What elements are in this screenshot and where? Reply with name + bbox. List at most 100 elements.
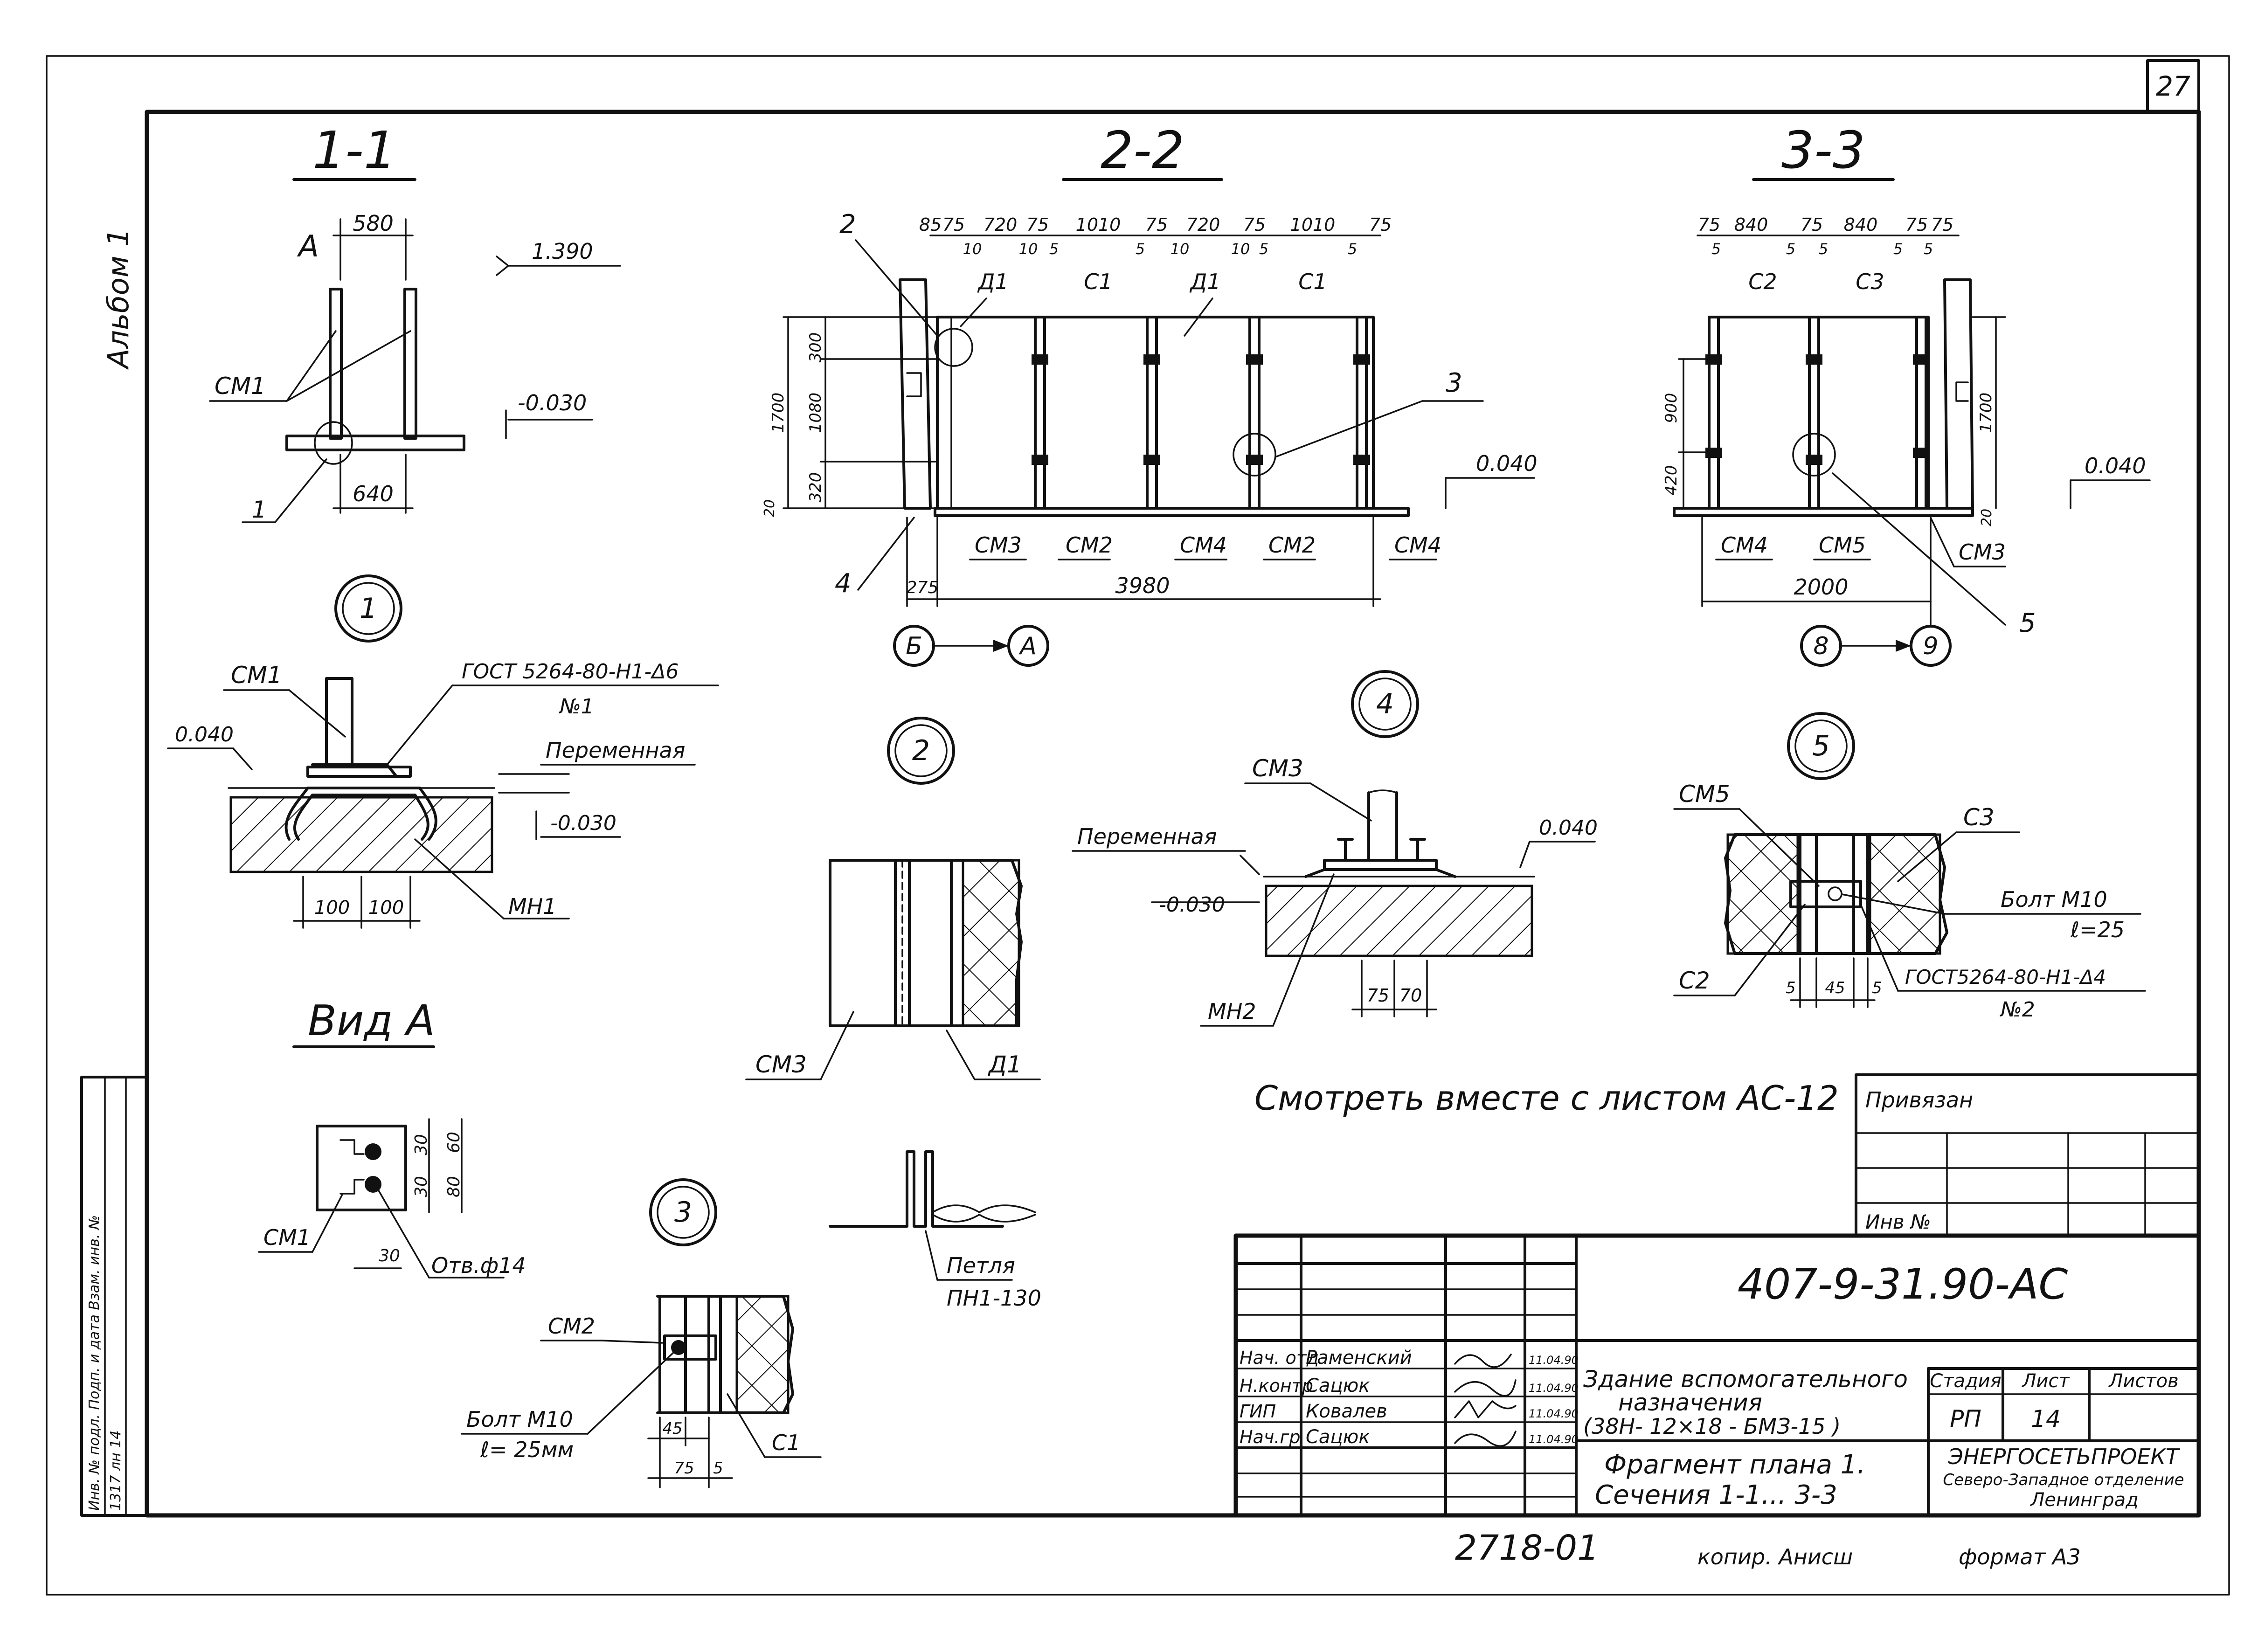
detail-4-part: СМ3	[1252, 755, 1303, 782]
s22-callout-4: 4	[835, 568, 852, 599]
signature-0	[1454, 1354, 1512, 1368]
detail-3-num: 3	[674, 1196, 692, 1229]
s22-part-d1-b: Д1	[1189, 269, 1220, 294]
detail-4-dim-0: 75	[1367, 985, 1389, 1006]
sheet-header: Лист	[2021, 1370, 2070, 1392]
detail-3: 3 СМ2 С1 Болт М10 ℓ= 25мм 45 75 5	[461, 1178, 822, 1488]
s22-small-dim-5: 10	[1231, 240, 1250, 258]
s22-side-total: 1700	[769, 393, 788, 433]
s33-dim-1: 840	[1734, 214, 1768, 235]
s33-dim-3: 840	[1844, 214, 1878, 235]
building-title-1: Здание вспомогательного	[1583, 1366, 1908, 1393]
s22-dim-3: 75	[1026, 214, 1049, 235]
detail-1-elev-top: 0.040	[175, 723, 234, 747]
outer-frame	[46, 55, 2230, 1596]
stage-value: РП	[1950, 1405, 1981, 1432]
s33-dim-2: 75	[1801, 214, 1823, 235]
copied-by: копир. Анисш	[1697, 1544, 1853, 1569]
view-a-dim-4: 30	[379, 1246, 400, 1265]
view-a-dim-0: 30	[412, 1134, 431, 1155]
section-1-1-elev-top: 1.390	[532, 239, 593, 264]
detail-4: 4 СМ3 Переменная 0.040 -0.030 МН2 75 70	[1072, 670, 1598, 1027]
s33-side-dim-0: 900	[1662, 393, 1681, 423]
detail-5-bolt: Болт М10	[2001, 887, 2107, 912]
s22-part-c1-a: С1	[1084, 269, 1112, 294]
s33-part-c3: С3	[1856, 269, 1884, 294]
s22-dim-4: 1010	[1076, 214, 1121, 235]
s22-dim-6: 720	[1186, 214, 1220, 235]
detail-5-part-1: С3	[1963, 804, 1995, 831]
s33-dim-0: 75	[1698, 214, 1720, 235]
detail-3-dim-1: 75	[674, 1459, 694, 1478]
detail-5-weld-no: №2	[1999, 998, 2035, 1022]
bottom-number: 2718-01	[1455, 1528, 1599, 1568]
s22-part-c1-b: С1	[1298, 269, 1327, 294]
section-1-1-dim-top: 580	[353, 211, 394, 236]
person-1-date: 11.04.90	[1529, 1382, 1579, 1395]
detail-1-dim-b: 100	[368, 897, 404, 919]
person-0-date: 11.04.90	[1529, 1354, 1579, 1367]
org-1: ЭНЕРГОСЕТЬПРОЕКТ	[1948, 1444, 2181, 1469]
sheet-value: 14	[2031, 1405, 2061, 1432]
loop-code: ПН1-130	[947, 1286, 1041, 1311]
section-1-1-callout: 1	[252, 496, 267, 523]
s22-side-dim-1: 1080	[806, 393, 825, 433]
s22-bottom-part-4: СМ4	[1394, 532, 1441, 558]
loop-label: Петля	[947, 1253, 1015, 1278]
section-2-2-title: 2-2	[1101, 120, 1184, 180]
person-2-date: 11.04.90	[1529, 1407, 1579, 1420]
view-a-dim-3: 80	[444, 1176, 464, 1197]
s22-small-dim-7: 5	[1348, 240, 1357, 258]
detail-2-num: 2	[912, 734, 930, 767]
s33-small-dim-0: 5	[1711, 240, 1721, 258]
view-a-dim-2: 60	[444, 1132, 464, 1153]
s22-side-dim-3: 20	[762, 499, 778, 517]
s22-side-dim-2: 320	[806, 472, 825, 503]
s33-small-dim-4: 5	[1924, 240, 1933, 258]
section-1-1-marker-a: A	[297, 229, 319, 264]
sheet-number: 27	[2156, 70, 2190, 102]
detail-1-variable: Переменная	[546, 738, 685, 763]
title-block: Привязан Инв № 407-9-31.90-АС Нач. отд Р…	[1233, 1073, 2201, 1518]
detail-5-bolt-len: ℓ=25	[2070, 917, 2125, 942]
building-title-3: (38Н- 12×18 - БМЗ-15 )	[1583, 1414, 1841, 1439]
s22-small-dim-1: 10	[1019, 240, 1038, 258]
detail-2: 2 СМ3 Д1	[745, 717, 1041, 1080]
inner-frame	[145, 110, 2201, 1518]
detail-3-dim-2: 5	[713, 1459, 723, 1478]
s22-bottom-part-2: СМ4	[1180, 532, 1227, 558]
stage-header: Стадия	[1930, 1370, 2001, 1392]
detail-5-part-0: СМ5	[1679, 781, 1730, 808]
s22-bottom-part-0: СМ3	[975, 532, 1022, 558]
doc-code: 407-9-31.90-АС	[1738, 1260, 2068, 1309]
s22-dim-5: 75	[1145, 214, 1168, 235]
detail-5-dim-1: 45	[1825, 979, 1845, 997]
drawing-title-1: Фрагмент плана 1.	[1604, 1450, 1865, 1480]
detail-5-dim-0: 5	[1786, 979, 1796, 997]
see-also-note: Смотреть вместе с листом АС-12	[1254, 1078, 1839, 1118]
detail-5-part-2: С2	[1679, 967, 1710, 994]
person-0-name: Раменский	[1306, 1347, 1412, 1369]
s22-side-dim-0: 300	[806, 332, 825, 363]
s22-callout-2: 2	[839, 209, 856, 240]
detail-4-dim-1: 70	[1399, 985, 1422, 1006]
s22-small-dim-6: 5	[1259, 240, 1268, 258]
sheets-header: Листов	[2108, 1370, 2178, 1392]
s22-small-dim-4: 10	[1171, 240, 1190, 258]
s33-bottom-part-1: СМ5	[1819, 532, 1866, 558]
detail-1: 1 СМ1 ГОСТ 5264-80-Н1-Δ6 №1 0.040 Переме…	[167, 574, 719, 929]
detail-1-num: 1	[360, 592, 377, 625]
album-label: Альбом 1	[101, 228, 135, 370]
detail-3-dim-0: 45	[662, 1419, 682, 1438]
left-strip	[80, 1076, 148, 1517]
s33-dim-4: 75	[1905, 214, 1928, 235]
s33-bottom-part-2: СМ3	[1959, 539, 2006, 565]
section-1-1-elev-bottom: -0.030	[518, 390, 587, 415]
section-1-1-part-cm1: СМ1	[215, 373, 266, 400]
detail-3-part-0: СМ2	[548, 1313, 595, 1339]
view-a-title: Вид А	[308, 996, 435, 1045]
s22-dim-2: 720	[984, 214, 1018, 235]
s22-axis-from: Б	[906, 632, 922, 660]
section-3-3: 3-3 75 840 75 840 75 75 5 5 5 5 5	[1662, 120, 2151, 667]
